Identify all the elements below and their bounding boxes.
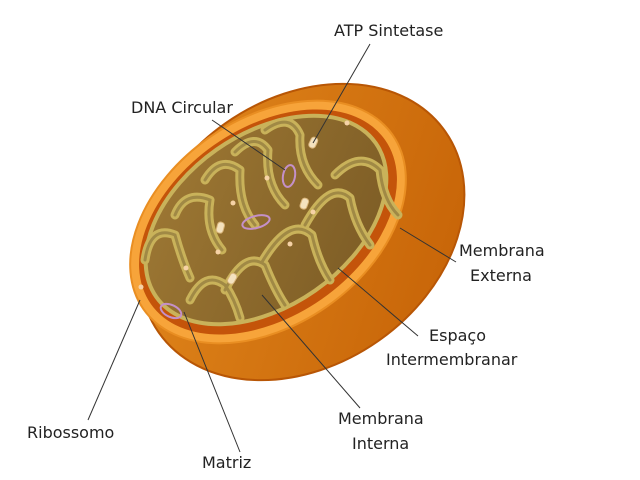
leader-lines [87, 43, 457, 453]
label-matriz: Matriz [202, 453, 251, 472]
leader-membrana-interna [261, 294, 361, 409]
ribosome [138, 284, 144, 290]
dna-loop [241, 214, 271, 230]
ribosome [215, 249, 221, 255]
dna-circular [159, 164, 297, 320]
label-espaco-line1: Espaço [429, 326, 486, 345]
ribosome [230, 200, 236, 206]
ribosome [310, 209, 316, 215]
label-atp-sintetase: ATP Sintetase [334, 21, 443, 40]
label-membrana-externa-line1: Membrana [459, 241, 545, 260]
dna-loop [281, 164, 297, 188]
label-espaco-line2: Intermembranar [386, 350, 518, 369]
ribosomes [138, 120, 350, 290]
cristae-inner [143, 120, 400, 320]
label-membrana-externa-line2: Externa [470, 266, 532, 285]
ribosome [183, 265, 189, 271]
ribosome [264, 175, 270, 181]
label-dna-circular: DNA Circular [131, 98, 233, 117]
label-membrana-interna-line2: Interna [352, 434, 409, 453]
ribosome [344, 120, 350, 126]
leader-espaco [337, 267, 419, 337]
leader-atp-sintetase [312, 43, 371, 144]
atp-synthase [227, 272, 238, 285]
leader-ribossomo [87, 299, 141, 421]
label-ribossomo: Ribossomo [27, 423, 114, 442]
leader-matriz [183, 311, 241, 453]
leader-membrana-externa [399, 227, 457, 263]
atp-synthase [215, 221, 225, 234]
atp-synthase [299, 197, 310, 210]
ribosome [287, 241, 293, 247]
label-membrana-interna-line1: Membrana [338, 409, 424, 428]
dna-loop [159, 302, 183, 320]
leader-dna-circular [211, 119, 286, 171]
